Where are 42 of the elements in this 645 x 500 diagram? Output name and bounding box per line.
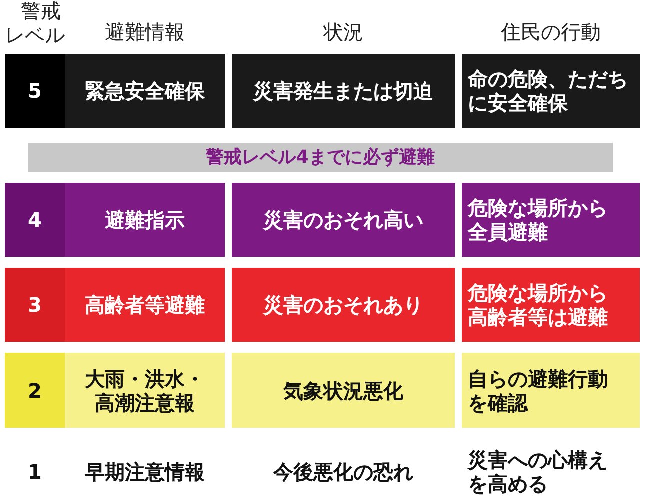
column-header: 状況 [322, 20, 364, 44]
level-number: 3 [28, 293, 42, 317]
cell-text: 自らの避難行動を確認 [468, 366, 609, 414]
table-cell [65, 54, 225, 128]
cell-text: 早期注意情報 [84, 460, 206, 484]
banner [28, 143, 613, 172]
cell-text: 災害への心構えを高める [468, 448, 609, 496]
cell-text: 災害のおそれあり [262, 293, 424, 317]
table-cell [232, 268, 455, 342]
level-number: 1 [27, 460, 43, 484]
level-number: 5 [28, 79, 42, 103]
table-cell [232, 183, 455, 257]
cell-text: 災害のおそれ高い [262, 208, 424, 232]
column-header: 警戒レベル [5, 0, 65, 47]
table-cell [65, 183, 225, 257]
cell-text: 命の危険、ただちに安全確保 [468, 67, 629, 115]
table-cell [462, 183, 640, 257]
banner-text: 警戒レベル4までに必ず避難 [206, 146, 435, 170]
cell-text: 緊急安全確保 [84, 79, 206, 103]
cell-text: 避難指示 [104, 208, 186, 232]
cell-text: 今後悪化の恐れ [272, 460, 414, 484]
column-header: 避難情報 [104, 20, 186, 44]
table-cell [232, 54, 455, 128]
cell-text: 危険な場所から全員避難 [468, 196, 609, 244]
table-cell [65, 353, 225, 428]
level-number: 4 [28, 208, 42, 232]
table-cell [462, 54, 640, 128]
cell-text: 災害発生または切迫 [252, 79, 434, 103]
level-cell [5, 183, 65, 257]
cell-text: 大雨・洪水・高潮注意報 [84, 366, 206, 414]
cell-text: 高齢者等避難 [84, 293, 206, 317]
table-cell [462, 353, 640, 428]
level-cell [5, 54, 65, 128]
table-cell [232, 353, 455, 428]
level-number: 2 [28, 378, 42, 402]
cell-text: 危険な場所から高齢者等は避難 [468, 281, 609, 329]
table-cell [462, 268, 640, 342]
level-cell [5, 268, 65, 342]
level-cell [5, 353, 65, 428]
column-header: 住民の行動 [500, 20, 602, 44]
table-cell [65, 268, 225, 342]
cell-text: 気象状況悪化 [282, 378, 404, 402]
